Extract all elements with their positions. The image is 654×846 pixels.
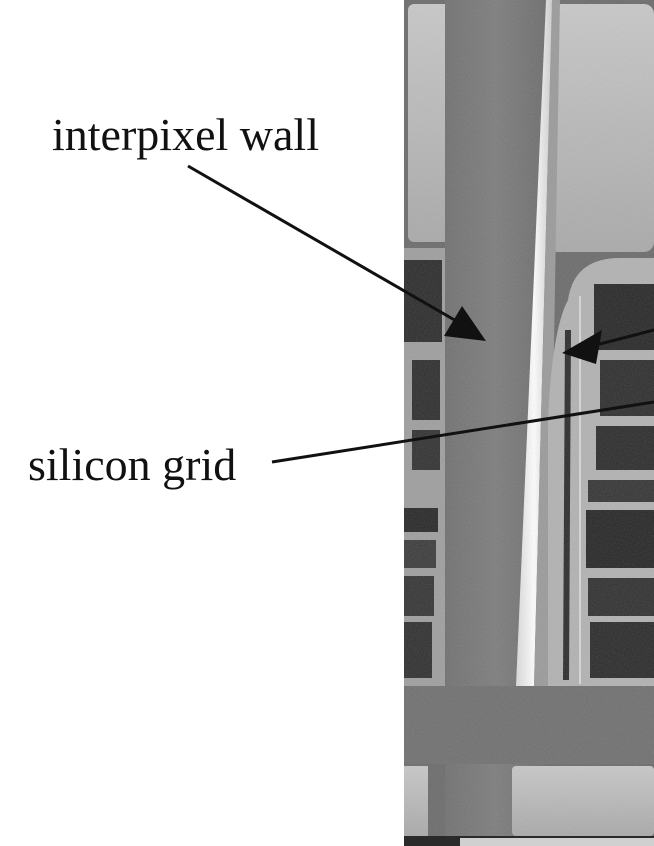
upper-right-arrowhead xyxy=(562,330,602,364)
grid-leader-line xyxy=(271,400,654,464)
upper-right-arrow-line xyxy=(591,328,654,348)
silicon-grid-label: silicon grid xyxy=(28,439,237,490)
interpixel-wall-label: interpixel wall xyxy=(52,109,319,160)
wall-arrowhead xyxy=(444,306,486,341)
wall-arrow-line xyxy=(187,164,459,324)
annotation-arrows xyxy=(187,164,654,464)
